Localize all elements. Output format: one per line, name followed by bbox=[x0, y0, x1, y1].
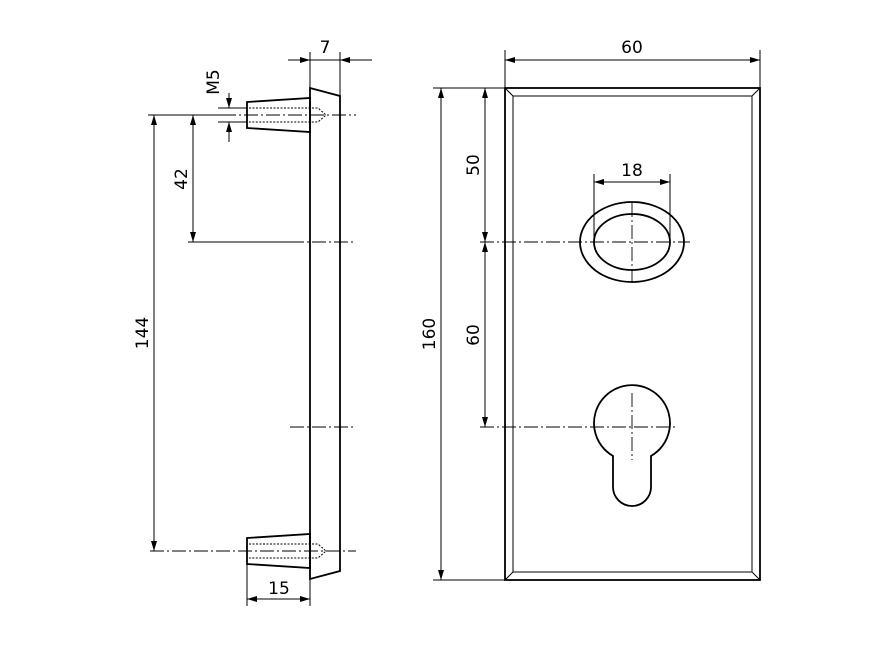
dim-first-hole-offset: 42 bbox=[172, 168, 192, 190]
dim-knob-to-cylinder: 60 bbox=[464, 324, 484, 346]
side-view: 7 M5 42 144 15 bbox=[133, 38, 372, 606]
dim-thread: M5 bbox=[204, 69, 224, 94]
cylinder-keyhole bbox=[593, 384, 671, 507]
dim-height: 160 bbox=[420, 318, 440, 350]
bottom-standoff bbox=[246, 533, 327, 569]
dim-knob-hole: 18 bbox=[621, 161, 643, 181]
dim-standoff-length: 15 bbox=[268, 579, 290, 599]
dim-plate-thickness: 7 bbox=[320, 38, 331, 58]
dim-top-to-knob: 50 bbox=[464, 154, 484, 176]
plate-outline bbox=[504, 87, 761, 581]
dim-screw-spacing: 144 bbox=[133, 317, 153, 349]
front-view: 60 160 50 60 18 bbox=[420, 38, 761, 581]
top-standoff bbox=[246, 97, 327, 133]
handle-plate-profile bbox=[309, 86, 341, 581]
dim-width: 60 bbox=[621, 38, 643, 58]
